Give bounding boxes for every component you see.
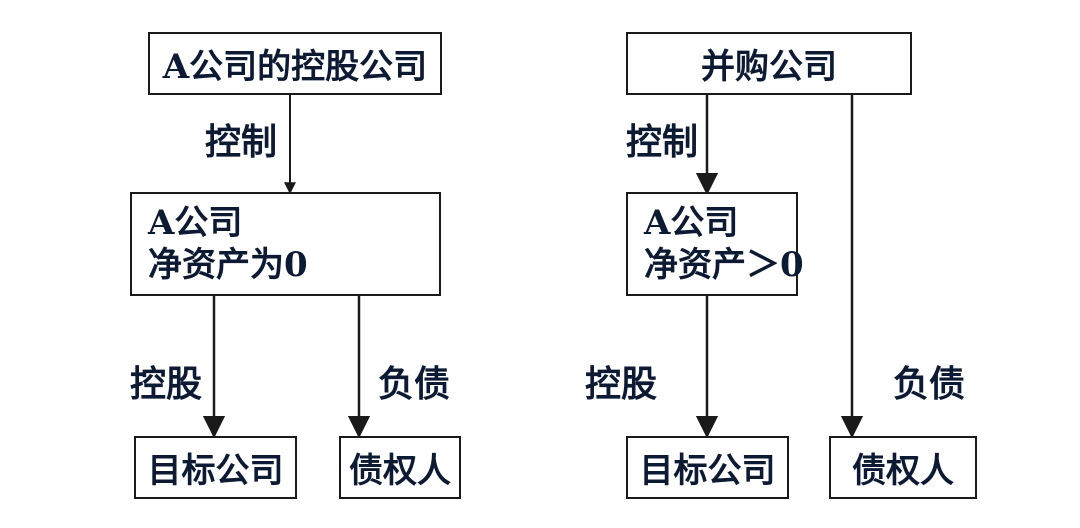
- left-control-label: 控制: [205, 121, 278, 163]
- right-acquirer-company-box: 并购公司: [626, 32, 912, 95]
- left-target-company-box: 目标公司: [134, 436, 297, 499]
- left-target-company-label: 目标公司: [147, 451, 284, 491]
- right-company-a-box: A公司 净资产＞0: [626, 192, 804, 296]
- left-holding-label: 控股: [130, 363, 203, 405]
- right-company-a-name: A公司: [644, 203, 739, 243]
- right-debt-label: 负债: [893, 363, 966, 405]
- left-parent-company-box: A公司的控股公司: [148, 32, 442, 95]
- left-company-a-box: A公司 净资产为0: [130, 192, 441, 296]
- right-acquirer-company-label: 并购公司: [701, 47, 837, 87]
- left-debt-label: 负债: [378, 363, 451, 405]
- left-company-a-name: A公司: [148, 203, 243, 243]
- right-holding-label: 控股: [585, 363, 658, 405]
- left-company-a-net-assets: 净资产为0: [148, 245, 308, 285]
- right-company-a-net-assets: 净资产＞0: [644, 245, 804, 285]
- left-parent-company-label: A公司的控股公司: [162, 47, 428, 87]
- left-creditor-box: 债权人: [339, 436, 461, 499]
- right-creditor-box: 债权人: [829, 436, 977, 499]
- left-creditor-label: 债权人: [349, 451, 451, 491]
- right-target-company-label: 目标公司: [639, 451, 776, 491]
- right-creditor-label: 债权人: [852, 451, 954, 491]
- right-control-label: 控制: [626, 121, 699, 163]
- right-target-company-box: 目标公司: [626, 436, 789, 499]
